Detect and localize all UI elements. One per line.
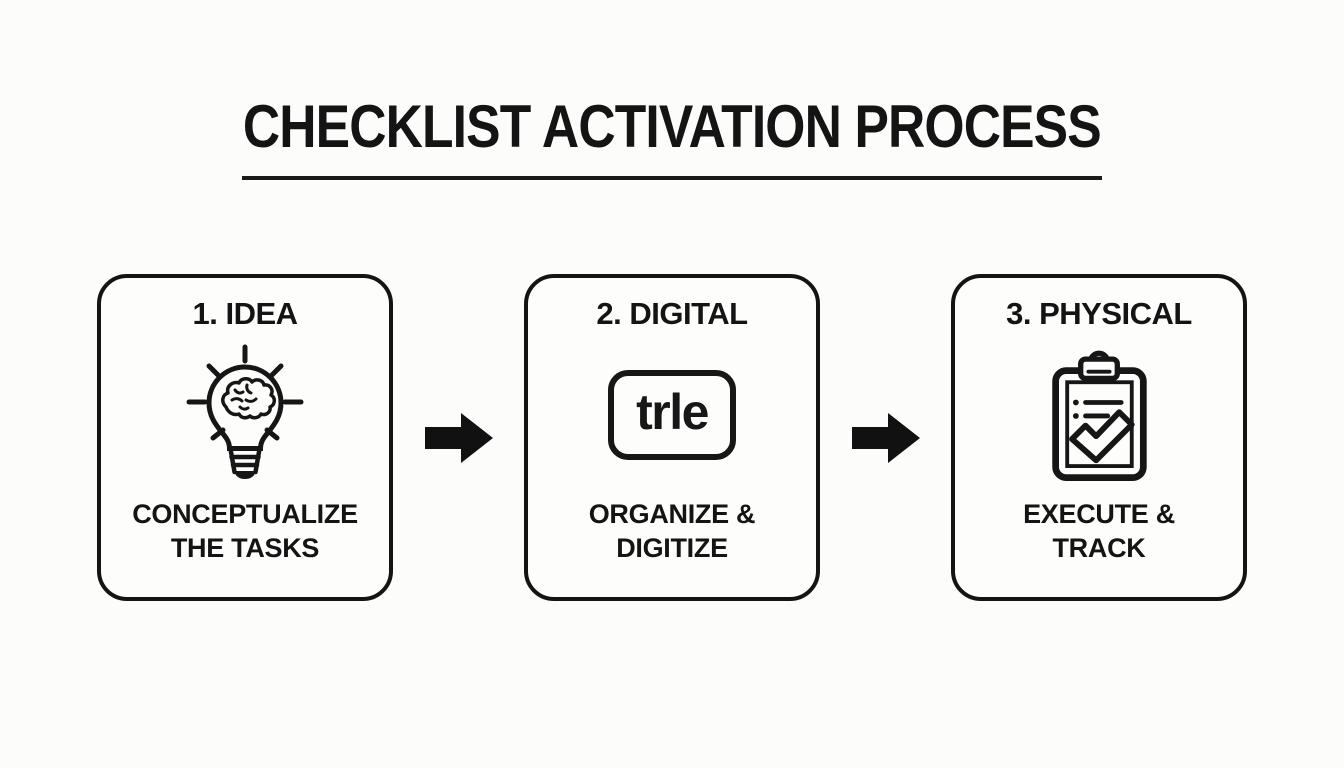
step-caption-physical: EXECUTE & TRACK [1023, 497, 1175, 565]
right-arrow-icon [424, 412, 493, 463]
arrow-cell [393, 412, 524, 463]
logo-text: trle [636, 383, 709, 440]
lightbulb-brain-icon [111, 332, 379, 497]
caption-line: ORGANIZE & [588, 499, 756, 529]
logo-badge: trle [608, 369, 736, 460]
step-card-physical: 3. PHYSICAL [951, 274, 1247, 601]
right-arrow-icon [851, 412, 920, 463]
step-card-idea: 1. IDEA [97, 274, 393, 601]
caption-line: CONCEPTUALIZE [132, 499, 358, 529]
step-title-idea: 1. IDEA [192, 296, 298, 331]
clipboard-check-icon [965, 332, 1233, 497]
page-title: CHECKLIST ACTIVATION PROCESS [243, 93, 1102, 160]
arrow-cell [820, 412, 951, 463]
step-caption-digital: ORGANIZE & DIGITIZE [589, 497, 756, 565]
title-underline [242, 176, 1102, 180]
trello-logo-icon: trle [538, 332, 806, 497]
step-title-physical: 3. PHYSICAL [1006, 296, 1192, 331]
caption-line: DIGITIZE [616, 533, 728, 563]
caption-line: THE TASKS [170, 533, 320, 563]
step-title-digital: 2. DIGITAL [596, 296, 748, 331]
step-caption-idea: CONCEPTUALIZE THE TASKS [132, 497, 358, 565]
steps-row: 1. IDEA [97, 274, 1247, 601]
step-card-digital: 2. DIGITAL trle ORGANIZE & DIGITIZE [524, 274, 820, 601]
caption-line: TRACK [1052, 533, 1146, 563]
caption-line: EXECUTE & [1023, 499, 1175, 529]
title-block: CHECKLIST ACTIVATION PROCESS [0, 92, 1344, 161]
